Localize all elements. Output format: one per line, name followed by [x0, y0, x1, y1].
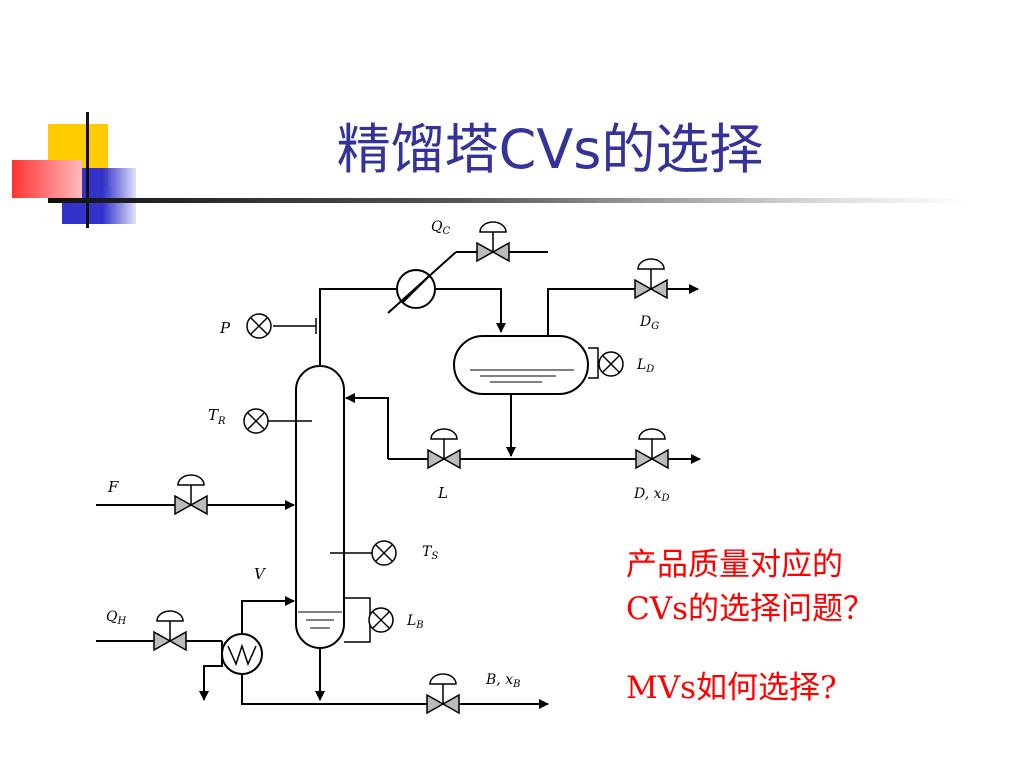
label-tr: TR	[208, 406, 226, 427]
page-title: 精馏塔CVs的选择	[336, 118, 764, 181]
overhead-vapor-line	[319, 288, 396, 366]
distillation-column	[295, 365, 345, 649]
label-v: V	[254, 565, 267, 583]
vapor-return-line	[241, 596, 295, 634]
condenser-duty-valve	[476, 221, 510, 263]
label-qh: QH	[106, 609, 126, 627]
label-lb: LB	[406, 613, 424, 631]
label-f: F	[107, 478, 119, 496]
drum-level-indicator	[598, 351, 624, 377]
label-qc: QC	[431, 219, 450, 237]
pressure-indicator	[246, 313, 272, 339]
label-dg: DG	[639, 314, 659, 332]
temperature-indicator-ts	[371, 540, 397, 566]
reflux-drum	[453, 335, 589, 395]
coolant-line	[387, 251, 457, 314]
condensate-line	[435, 288, 506, 333]
bottoms-level-indicator	[368, 607, 394, 633]
gas-distillate-valve	[634, 258, 668, 300]
reboiler-duty-valve	[153, 610, 187, 652]
label-b-xb: B, xB	[485, 672, 520, 690]
label-ts: TS	[422, 544, 438, 562]
reboiler	[221, 633, 263, 675]
note-product-quality: 产品质量对应的	[626, 547, 843, 583]
temperature-indicator-tr	[243, 408, 269, 434]
label-d-xd: D, xD	[633, 486, 670, 504]
reflux-valve	[427, 428, 461, 470]
label-ld: LD	[636, 357, 654, 375]
deco-red-bar	[12, 160, 82, 198]
gas-distillate-line	[547, 284, 699, 336]
label-l: L	[437, 484, 448, 502]
bottoms-valve	[426, 673, 460, 715]
note-cv-selection: CVs的选择问题？	[626, 591, 875, 627]
reflux-line	[345, 393, 389, 459]
label-p: P	[219, 319, 231, 337]
feed-valve	[174, 474, 208, 516]
deco-vertical-line	[86, 112, 89, 228]
title-divider	[48, 198, 968, 203]
distillate-valve	[635, 428, 669, 470]
note-mv-selection: MVs如何选择?	[626, 670, 837, 706]
